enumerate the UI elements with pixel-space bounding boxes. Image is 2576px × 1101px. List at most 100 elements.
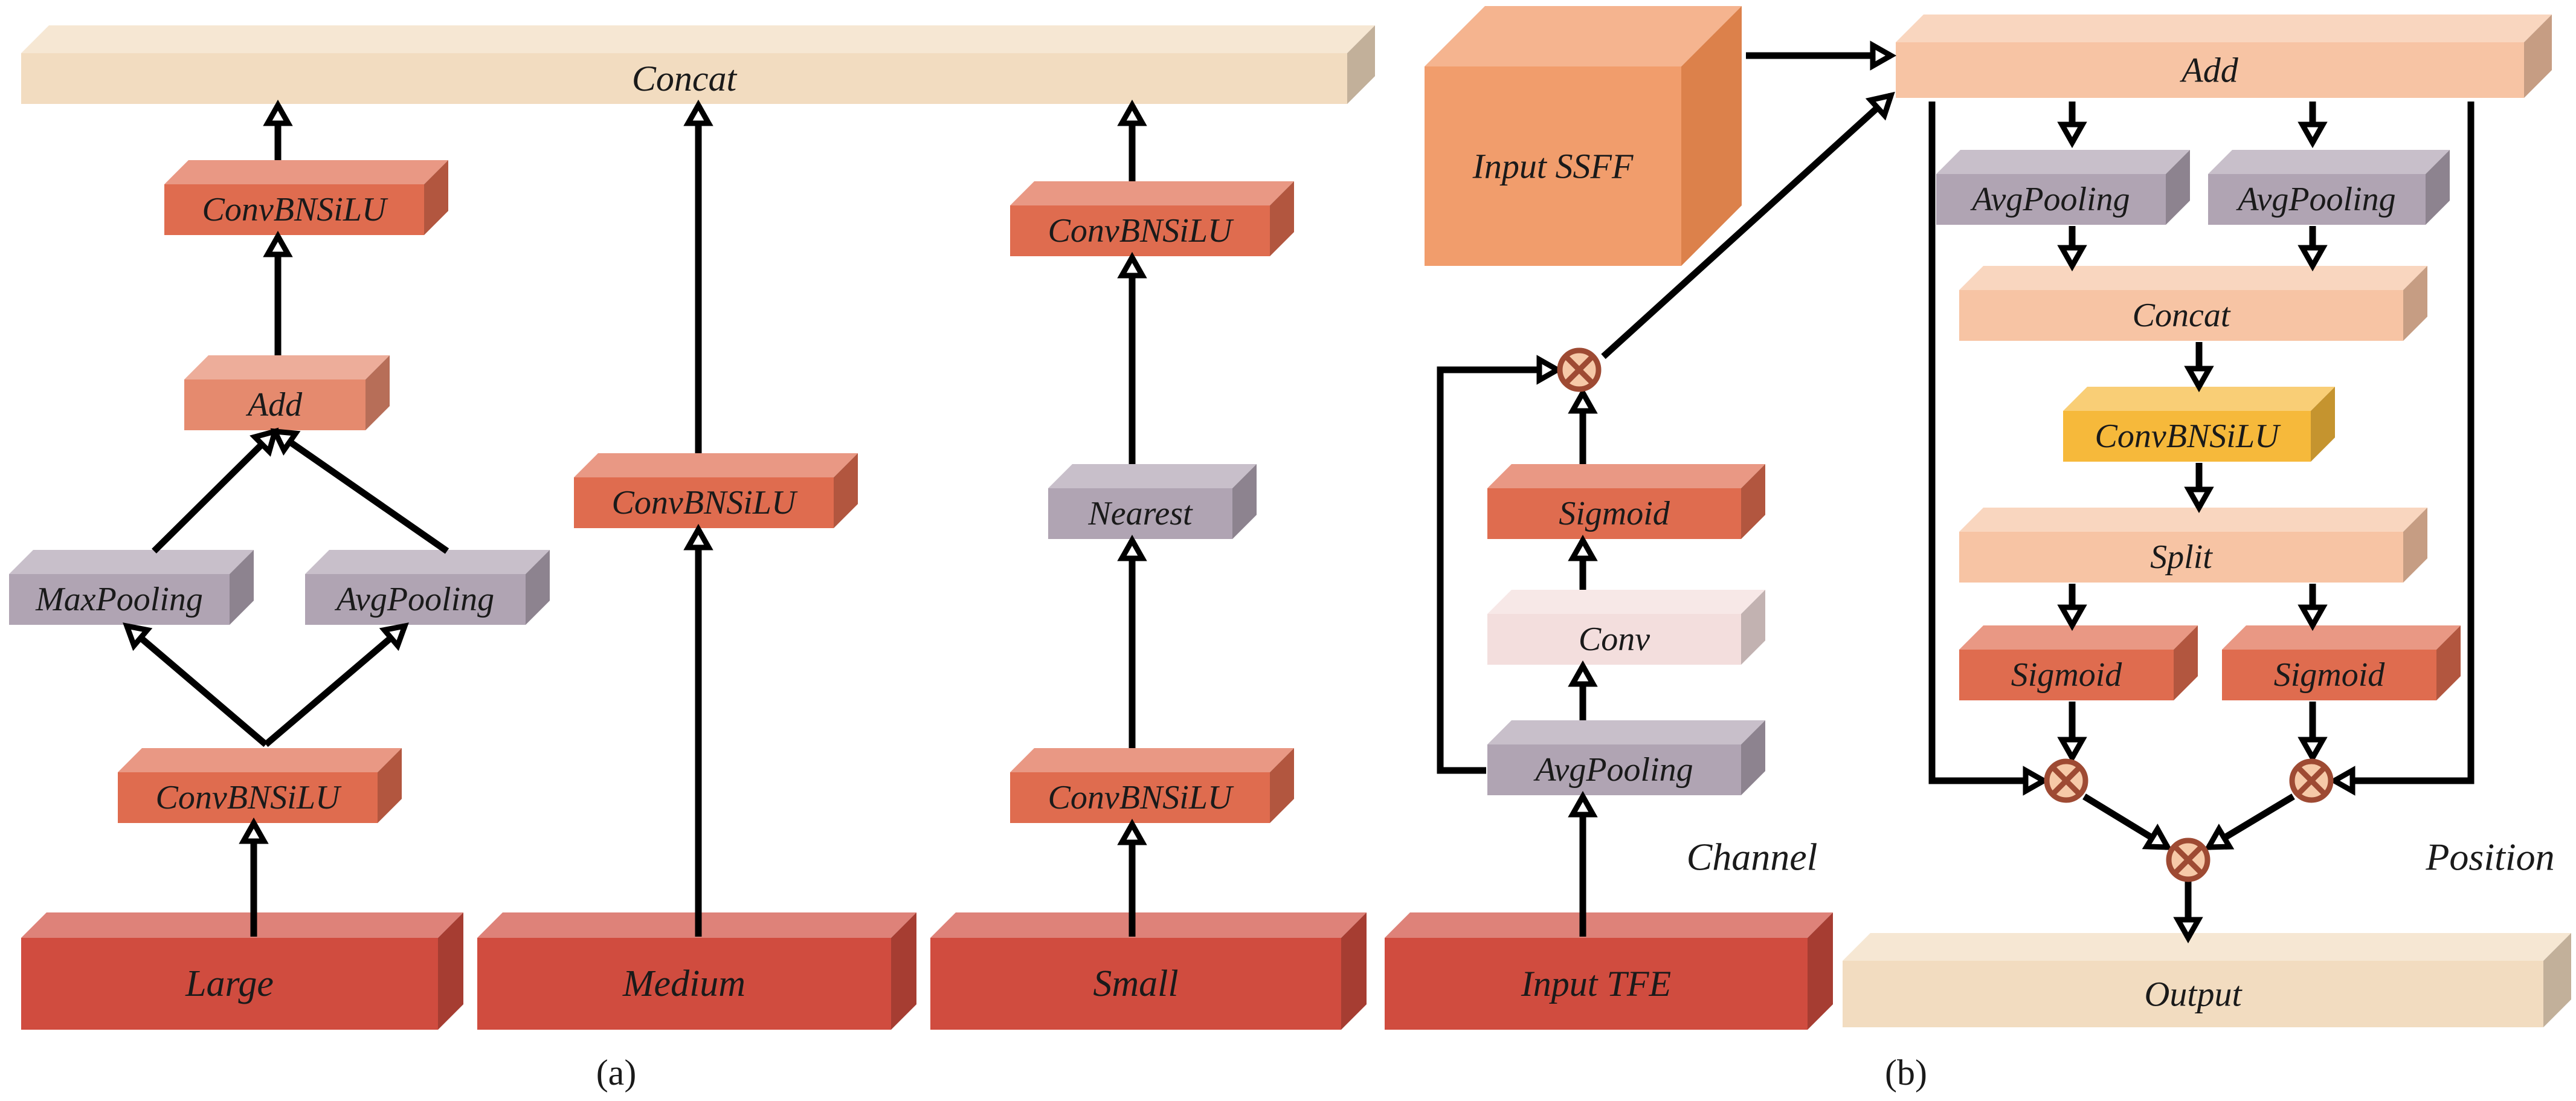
- large-box-label: Large: [185, 963, 274, 1004]
- convbnsilu-medium: [574, 453, 858, 528]
- arrow-conv-to-maxpool: [123, 622, 268, 747]
- arrow-sigmoid-left-to-mult: [2057, 702, 2087, 764]
- arrow-large-to-conv: [239, 817, 269, 937]
- large-box: [21, 912, 463, 1030]
- sigmoid-box-channel-label: Sigmoid: [1559, 495, 1670, 532]
- avgpooling-box-right-label: AvgPooling: [2235, 181, 2395, 218]
- arrow-sigmoid-to-mult: [1568, 387, 1598, 464]
- sigmoid-box-left-label: Sigmoid: [2011, 656, 2123, 694]
- nearest-box: [1048, 464, 1257, 539]
- arrow-avgpool-left-to-concat: [2057, 226, 2087, 272]
- multiply-channel: [1557, 347, 1602, 392]
- avgpooling-box-left: [1936, 150, 2190, 225]
- arrow-tfe-to-avgpool: [1568, 790, 1598, 937]
- concat-box-a: [21, 25, 1375, 104]
- arrow-skip-to-mult: [1492, 355, 1563, 385]
- avgpooling-box-channel-label: AvgPooling: [1533, 751, 1693, 789]
- multiply-output: [2166, 838, 2211, 882]
- avgpooling-box-a: [305, 550, 550, 625]
- output-box: [1843, 933, 2571, 1027]
- convbnsilu-small-top: [1010, 181, 1294, 256]
- arrow-sigmoid-right-to-mult: [2297, 702, 2328, 764]
- arrow-right-skip-to-mult: [2328, 766, 2398, 796]
- arrow-conv-to-sigmoid: [1568, 534, 1598, 590]
- multiply-left: [2044, 758, 2088, 803]
- medium-box-label: Medium: [622, 963, 745, 1004]
- line-add-right-skip: [2392, 102, 2475, 784]
- input-ssff-cube-label: Input SSFF: [1472, 147, 1634, 186]
- arrow-small-to-conv: [1117, 818, 1147, 937]
- arrow-maxpool-to-add: [152, 427, 279, 554]
- arrow-conv-to-nearest: [1117, 534, 1147, 748]
- arrow-avgpool-right-to-concat: [2297, 226, 2328, 272]
- convbnsilu-left-top: [164, 160, 448, 235]
- arrow-mult-to-add: [1601, 91, 1895, 360]
- line-channel-skip: [1437, 366, 1510, 774]
- medium-box: [477, 912, 916, 1030]
- sigmoid-box-right-label: Sigmoid: [2274, 656, 2386, 694]
- small-box-label: Small: [1093, 963, 1178, 1004]
- arrow-conv-to-split: [2184, 463, 2214, 514]
- convbnsilu-small-bottom-label: ConvBNSiLU: [1048, 779, 1234, 816]
- arrow-left-skip-to-mult: [1988, 766, 2050, 796]
- concat-box-b: [1959, 266, 2427, 341]
- arrow-nearest-to-conv: [1117, 251, 1147, 464]
- avgpooling-box-channel: [1487, 720, 1765, 795]
- sigmoid-box-channel: [1487, 464, 1765, 539]
- concat-box-a-label: Concat: [632, 59, 738, 98]
- multiply-right: [2289, 758, 2334, 803]
- avgpooling-box-right: [2208, 150, 2450, 225]
- add-box-b: [1896, 15, 2552, 98]
- convbnsilu-small-top-label: ConvBNSiLU: [1048, 212, 1234, 250]
- arrow-add-to-avgpool-left: [2057, 102, 2087, 149]
- line-add-left-skip: [1928, 102, 1994, 784]
- avgpooling-box-left-label: AvgPooling: [1969, 181, 2130, 218]
- input-ssff-cube: [1425, 6, 1742, 266]
- arrow-medium-conv-to-concat: [683, 99, 713, 453]
- arrow-add-to-avgpool-right: [2297, 102, 2328, 149]
- add-box-a: [184, 355, 390, 430]
- maxpooling-box-label: MaxPooling: [35, 581, 203, 618]
- convbnsilu-left-top-label: ConvBNSiLU: [202, 191, 388, 228]
- conv-box-channel-label: Conv: [1579, 621, 1650, 658]
- add-box-b-label: Add: [2179, 51, 2238, 90]
- output-box-label: Output: [2144, 975, 2243, 1014]
- channel-label: Channel: [1687, 836, 1818, 879]
- avgpooling-box-a-label: AvgPooling: [334, 581, 494, 618]
- convbnsilu-small-bottom: [1010, 748, 1294, 823]
- convbnsilu-medium-label: ConvBNSiLU: [612, 484, 798, 521]
- arrow-mult-left-to-output: [2082, 793, 2172, 850]
- convbnsilu-box-position-label: ConvBNSiLU: [2095, 418, 2281, 455]
- arrow-ssff-to-add: [1746, 40, 1897, 71]
- arrow-avgpool-to-conv: [1568, 660, 1598, 720]
- arrow-conv-to-avgpool: [263, 622, 409, 747]
- arrow-mult-right-to-output: [2204, 793, 2295, 850]
- conv-box-channel: [1487, 590, 1765, 665]
- split-box-label: Split: [2150, 538, 2213, 576]
- arrow-add-to-conv: [263, 230, 293, 355]
- convbnsilu-left-bottom: [118, 748, 402, 823]
- position-label: Position: [2425, 836, 2554, 879]
- input-tfe-box: [1385, 912, 1833, 1030]
- sigmoid-box-left: [1959, 625, 2198, 700]
- add-box-a-label: Add: [245, 386, 303, 424]
- nearest-box-label: Nearest: [1087, 495, 1193, 532]
- concat-box-b-label: Concat: [2133, 297, 2231, 334]
- input-tfe-box-label: Input TFE: [1521, 964, 1671, 1004]
- arrow-split-to-sigmoid-left: [2057, 584, 2087, 631]
- arrow-concat-to-conv: [2184, 342, 2214, 393]
- caption-b: (b): [1885, 1053, 1927, 1093]
- convbnsilu-box-position: [2063, 387, 2335, 462]
- arrow-split-to-sigmoid-right: [2297, 584, 2328, 631]
- convbnsilu-left-bottom-label: ConvBNSiLU: [156, 779, 342, 816]
- arrow-avgpool-to-add: [270, 428, 449, 554]
- caption-a: (a): [596, 1053, 637, 1093]
- small-box: [930, 912, 1367, 1030]
- arrow-conv-to-concat-right: [1117, 99, 1147, 181]
- arrow-conv-to-concat-left: [263, 99, 293, 160]
- sigmoid-box-right: [2222, 625, 2461, 700]
- split-box: [1959, 508, 2427, 583]
- maxpooling-box: [9, 550, 254, 625]
- arrow-medium-to-conv: [683, 523, 713, 937]
